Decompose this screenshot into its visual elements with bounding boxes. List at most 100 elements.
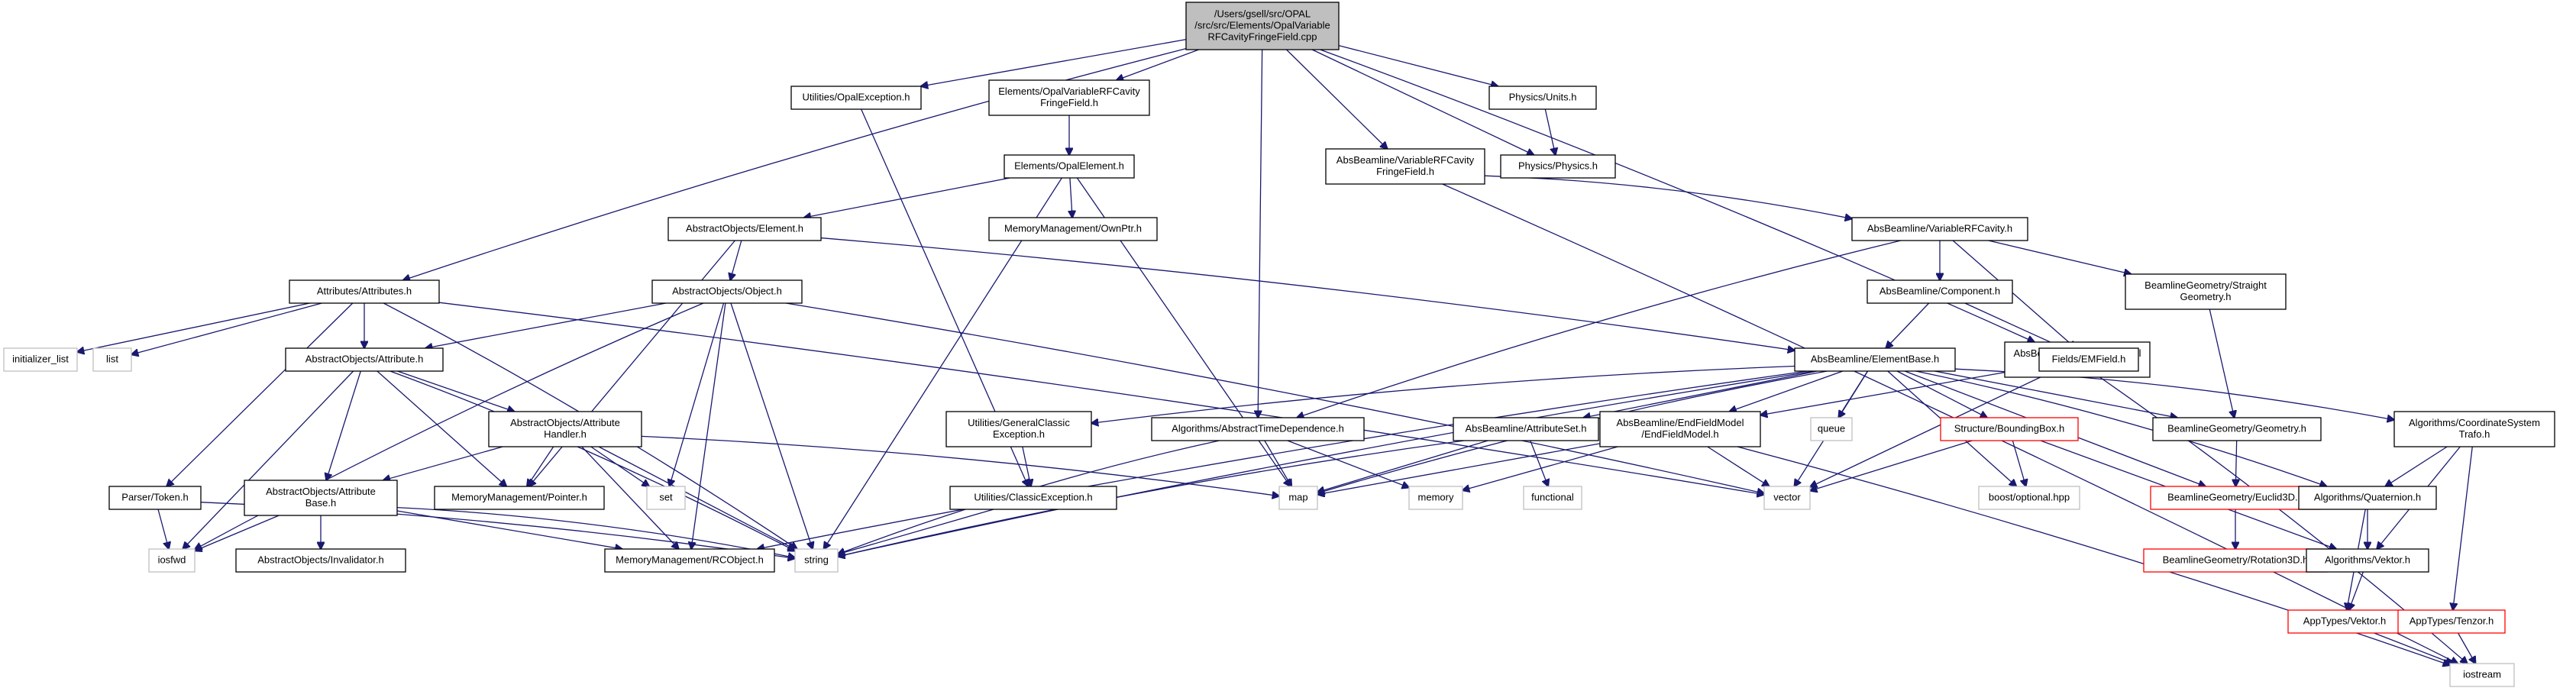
edge-abs_element-to-mm_pointer xyxy=(529,240,735,486)
edge-classic_exc-to-string xyxy=(838,509,994,554)
node-initializer-list: initializer_list xyxy=(3,347,78,372)
edge-abstract_time_dep-to-map xyxy=(1264,440,1291,486)
node-emfield[interactable]: Fields/EMField.h xyxy=(2038,347,2139,372)
node-label: boost/optional.hpp xyxy=(1989,492,2070,503)
edge-abs_object-to-string xyxy=(730,302,813,549)
node-abs-attribute[interactable]: AbstractObjects/Attribute.h xyxy=(285,347,444,372)
node-units[interactable]: Physics/Units.h xyxy=(1488,86,1597,110)
node-apptypes-tenzor[interactable]: AppTypes/Tenzor.h xyxy=(2397,609,2506,634)
node-label: MemoryManagement/OwnPtr.h xyxy=(1004,223,1142,234)
edge-attr_base-to-iosfwd xyxy=(195,515,280,551)
node-apptypes-vektor[interactable]: AppTypes/Vektor.h xyxy=(2287,609,2402,634)
node-label: AbsBeamline/ElementBase.h xyxy=(1811,354,1939,365)
node-label: AbstractObjects/Element.h xyxy=(686,223,803,234)
node-string: string xyxy=(794,548,839,573)
edge-beamline_geometry-to-euclid3d xyxy=(2235,440,2236,486)
node-component[interactable]: AbsBeamline/Component.h xyxy=(1867,279,2013,304)
node-ownptr[interactable]: MemoryManagement/OwnPtr.h xyxy=(988,217,1158,241)
node-functional: functional xyxy=(1523,486,1582,510)
edge-absbl_var_rf-to-abstract_time_dep xyxy=(1297,240,1902,418)
node-label: MemoryManagement/RCObject.h xyxy=(616,554,764,566)
node-label: Algorithms/Quaternion.h xyxy=(2314,492,2421,503)
node-mm-pointer[interactable]: MemoryManagement/Pointer.h xyxy=(434,486,605,510)
node-label: AbstractObjects/Attribute xyxy=(510,417,620,428)
node-label: Parser/Token.h xyxy=(121,492,188,503)
edge-parser_token-to-iosfwd xyxy=(157,509,169,549)
node-label: AbstractObjects/Invalidator.h xyxy=(257,554,383,566)
node-root[interactable]: /Users/gsell/src/OPAL/src/src/Elements/O… xyxy=(1185,2,1340,50)
edge-element_base-to-general_classic_exc xyxy=(1091,365,1795,424)
edge-abs_element-to-abs_object xyxy=(730,240,742,280)
node-opal-exception[interactable]: Utilities/OpalException.h xyxy=(790,86,922,110)
edge-bounding_box-to-vector xyxy=(1810,440,1973,491)
node-label: BeamlineGeometry/Rotation3D.h xyxy=(2163,554,2309,566)
node-label: Utilities/ClassicException.h xyxy=(974,492,1092,503)
node-opal-element[interactable]: Elements/OpalElement.h xyxy=(1004,154,1135,179)
node-label: Exception.h xyxy=(993,428,1045,440)
node-physics[interactable]: Physics/Physics.h xyxy=(1500,154,1616,179)
node-opal-var-rf[interactable]: Elements/OpalVariableRFCavityFringeField… xyxy=(988,79,1150,116)
node-endfield-model[interactable]: AbsBeamline/EndFieldModel/EndFieldModel.… xyxy=(1599,411,1761,447)
node-abs-element[interactable]: AbstractObjects/Element.h xyxy=(667,217,822,241)
node-abs-object[interactable]: AbstractObjects/Object.h xyxy=(651,279,803,304)
edge-element_base-to-bounding_box xyxy=(1896,370,1987,418)
node-memory: memory xyxy=(1408,486,1463,510)
edge-abs_element-to-element_base xyxy=(820,237,1795,350)
edge-units-to-physics xyxy=(1544,108,1555,155)
node-parser-token[interactable]: Parser/Token.h xyxy=(108,486,202,510)
node-label: Geometry.h xyxy=(2180,291,2232,302)
node-euclid3d[interactable]: BeamlineGeometry/Euclid3D.h xyxy=(2150,486,2321,510)
node-label: AbsBeamline/Component.h xyxy=(1879,286,2000,297)
edge-abs_attribute-to-iosfwd xyxy=(183,370,354,549)
edge-element_base-to-endfield_model xyxy=(1729,370,1844,412)
edge-abs_attribute-to-attr_handler xyxy=(397,370,514,412)
node-label: Trafo.h xyxy=(2459,428,2490,440)
node-absbl-var-rf[interactable]: AbsBeamline/VariableRFCavity.h xyxy=(1851,217,2028,241)
node-absbl-var-rf-ff[interactable]: AbsBeamline/VariableRFCavityFringeField.… xyxy=(1325,148,1485,185)
node-attributes[interactable]: Attributes/Attributes.h xyxy=(289,279,440,304)
edge-attribute_set-to-map xyxy=(1317,440,1488,492)
node-invalidator[interactable]: AbstractObjects/Invalidator.h xyxy=(235,548,406,573)
node-label: AbstractObjects/Attribute.h xyxy=(305,354,424,365)
node-rotation3d[interactable]: BeamlineGeometry/Rotation3D.h xyxy=(2143,548,2328,573)
node-quaternion[interactable]: Algorithms/Quaternion.h xyxy=(2298,486,2437,510)
node-label: memory xyxy=(1418,492,1454,503)
node-label: initializer_list xyxy=(12,354,69,365)
edge-attr_base-to-rcobject xyxy=(396,510,622,549)
node-label: functional xyxy=(1531,492,1574,503)
node-bounding-box[interactable]: Structure/BoundingBox.h xyxy=(1940,417,2079,441)
node-label: Elements/OpalElement.h xyxy=(1014,160,1124,172)
node-label: Structure/BoundingBox.h xyxy=(1954,423,2065,434)
edge-opal_element-to-ownptr xyxy=(1070,177,1072,218)
node-label: Physics/Physics.h xyxy=(1518,160,1598,172)
node-label: MemoryManagement/Pointer.h xyxy=(451,492,587,503)
edge-coord_trafo-to-apptypes_tenzor xyxy=(2453,446,2473,610)
node-label: AbsBeamline/EndFieldModel xyxy=(1617,417,1744,428)
node-beamline-geometry[interactable]: BeamlineGeometry/Geometry.h xyxy=(2152,417,2322,441)
node-abstract-time-dep[interactable]: Algorithms/AbstractTimeDependence.h xyxy=(1151,417,1365,441)
node-vektor-h[interactable]: Algorithms/Vektor.h xyxy=(2306,548,2429,573)
edge-absbl_var_rf-to-straight_geom xyxy=(1988,240,2132,274)
node-label: Algorithms/CoordinateSystem xyxy=(2409,417,2540,428)
node-label: list xyxy=(106,354,118,365)
edge-general_classic_exc-to-classic_exc xyxy=(1022,446,1031,486)
edge-attribute_set-to-string xyxy=(838,440,1465,557)
node-label: FringeField.h xyxy=(1376,166,1434,177)
edge-component-to-element_base xyxy=(1886,302,1930,348)
node-attribute-set[interactable]: AbsBeamline/AttributeSet.h xyxy=(1453,417,1599,441)
edge-abs_object-to-vector xyxy=(786,302,1764,493)
node-label: /EndFieldModel.h xyxy=(1641,428,1718,440)
node-label: Elements/OpalVariableRFCavity xyxy=(998,86,1140,97)
edge-absbl_var_rf-to-emfield xyxy=(1952,240,2076,348)
node-label: Utilities/OpalException.h xyxy=(803,92,910,103)
node-element-base[interactable]: AbsBeamline/ElementBase.h xyxy=(1794,347,1956,372)
node-rcobject[interactable]: MemoryManagement/RCObject.h xyxy=(604,548,775,573)
node-label: BeamlineGeometry/Euclid3D.h xyxy=(2167,492,2303,503)
node-classic-exc[interactable]: Utilities/ClassicException.h xyxy=(949,486,1117,510)
